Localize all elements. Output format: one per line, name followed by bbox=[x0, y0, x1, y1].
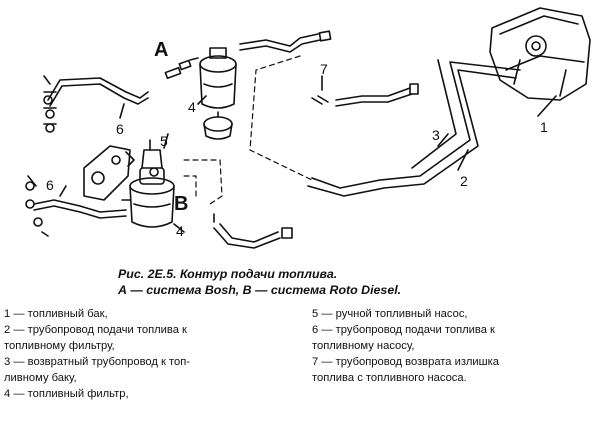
label-2: 2 bbox=[460, 173, 468, 189]
injection-pump-bracket bbox=[83, 145, 135, 201]
fuel-tank bbox=[489, 7, 591, 101]
return-pipe-3 bbox=[411, 59, 457, 169]
label-1: 1 bbox=[540, 119, 548, 135]
system-b-label: B bbox=[174, 193, 188, 215]
legend-item: 2 — трубопровод подачи топлива к bbox=[4, 324, 187, 336]
legend-left: 1 — топливный бак, 2 — трубопровод подач… bbox=[4, 306, 294, 402]
pump-supply-pipe-6-a bbox=[43, 75, 149, 133]
legend-item: 5 — ручной топливный насос, bbox=[312, 308, 468, 320]
filter-hose-a bbox=[239, 30, 332, 53]
label-5: 5 bbox=[160, 133, 168, 149]
label-4-b: 4 bbox=[176, 223, 184, 239]
fuel-filter-a bbox=[199, 47, 237, 140]
legend-item: 6 — трубопровод подачи топлива к bbox=[312, 324, 495, 336]
fuel-filter-b bbox=[121, 133, 185, 233]
caption-title: Рис. 2Е.5. Контур подачи топлива. bbox=[118, 267, 338, 281]
return-hose-7 bbox=[311, 75, 419, 107]
filter-a-inlet bbox=[164, 57, 199, 80]
legend-item: топливному насосу, bbox=[312, 340, 415, 352]
fuel-system-diagram: A B 1 2 3 4 4 5 6 6 7 bbox=[25, 7, 591, 249]
legend-item: 4 — топливный фильтр, bbox=[4, 388, 129, 400]
legend-item: ливному баку, bbox=[4, 372, 77, 384]
legend-item: 3 — возвратный трубопровод к топ- bbox=[4, 356, 191, 368]
legend-item: 7 — трубопровод возврата излишка bbox=[312, 356, 500, 368]
dashed-routing bbox=[183, 55, 313, 205]
filter-hose-b bbox=[213, 213, 293, 249]
pump-supply-pipe-6-b bbox=[25, 175, 127, 237]
label-6-a: 6 bbox=[116, 121, 124, 137]
legend-right: 5 — ручной топливный насос, 6 — трубопро… bbox=[312, 306, 598, 386]
label-4-a: 4 bbox=[188, 99, 196, 115]
legend-item: 1 — топливный бак, bbox=[4, 308, 108, 320]
label-6-b: 6 bbox=[46, 177, 54, 193]
hand-pump-5 bbox=[149, 167, 159, 177]
supply-pipe-2 bbox=[307, 61, 521, 197]
legend-item: топливному фильтру, bbox=[4, 340, 115, 352]
label-3: 3 bbox=[432, 127, 440, 143]
system-a-label: A bbox=[154, 39, 168, 61]
legend-item: топлива с топливного насоса. bbox=[312, 372, 467, 384]
label-7: 7 bbox=[320, 61, 328, 77]
figure-caption: Рис. 2Е.5. Контур подачи топлива. А — си… bbox=[118, 266, 401, 298]
caption-subtitle: А — система Bosh, В — система Roto Diese… bbox=[118, 283, 402, 297]
